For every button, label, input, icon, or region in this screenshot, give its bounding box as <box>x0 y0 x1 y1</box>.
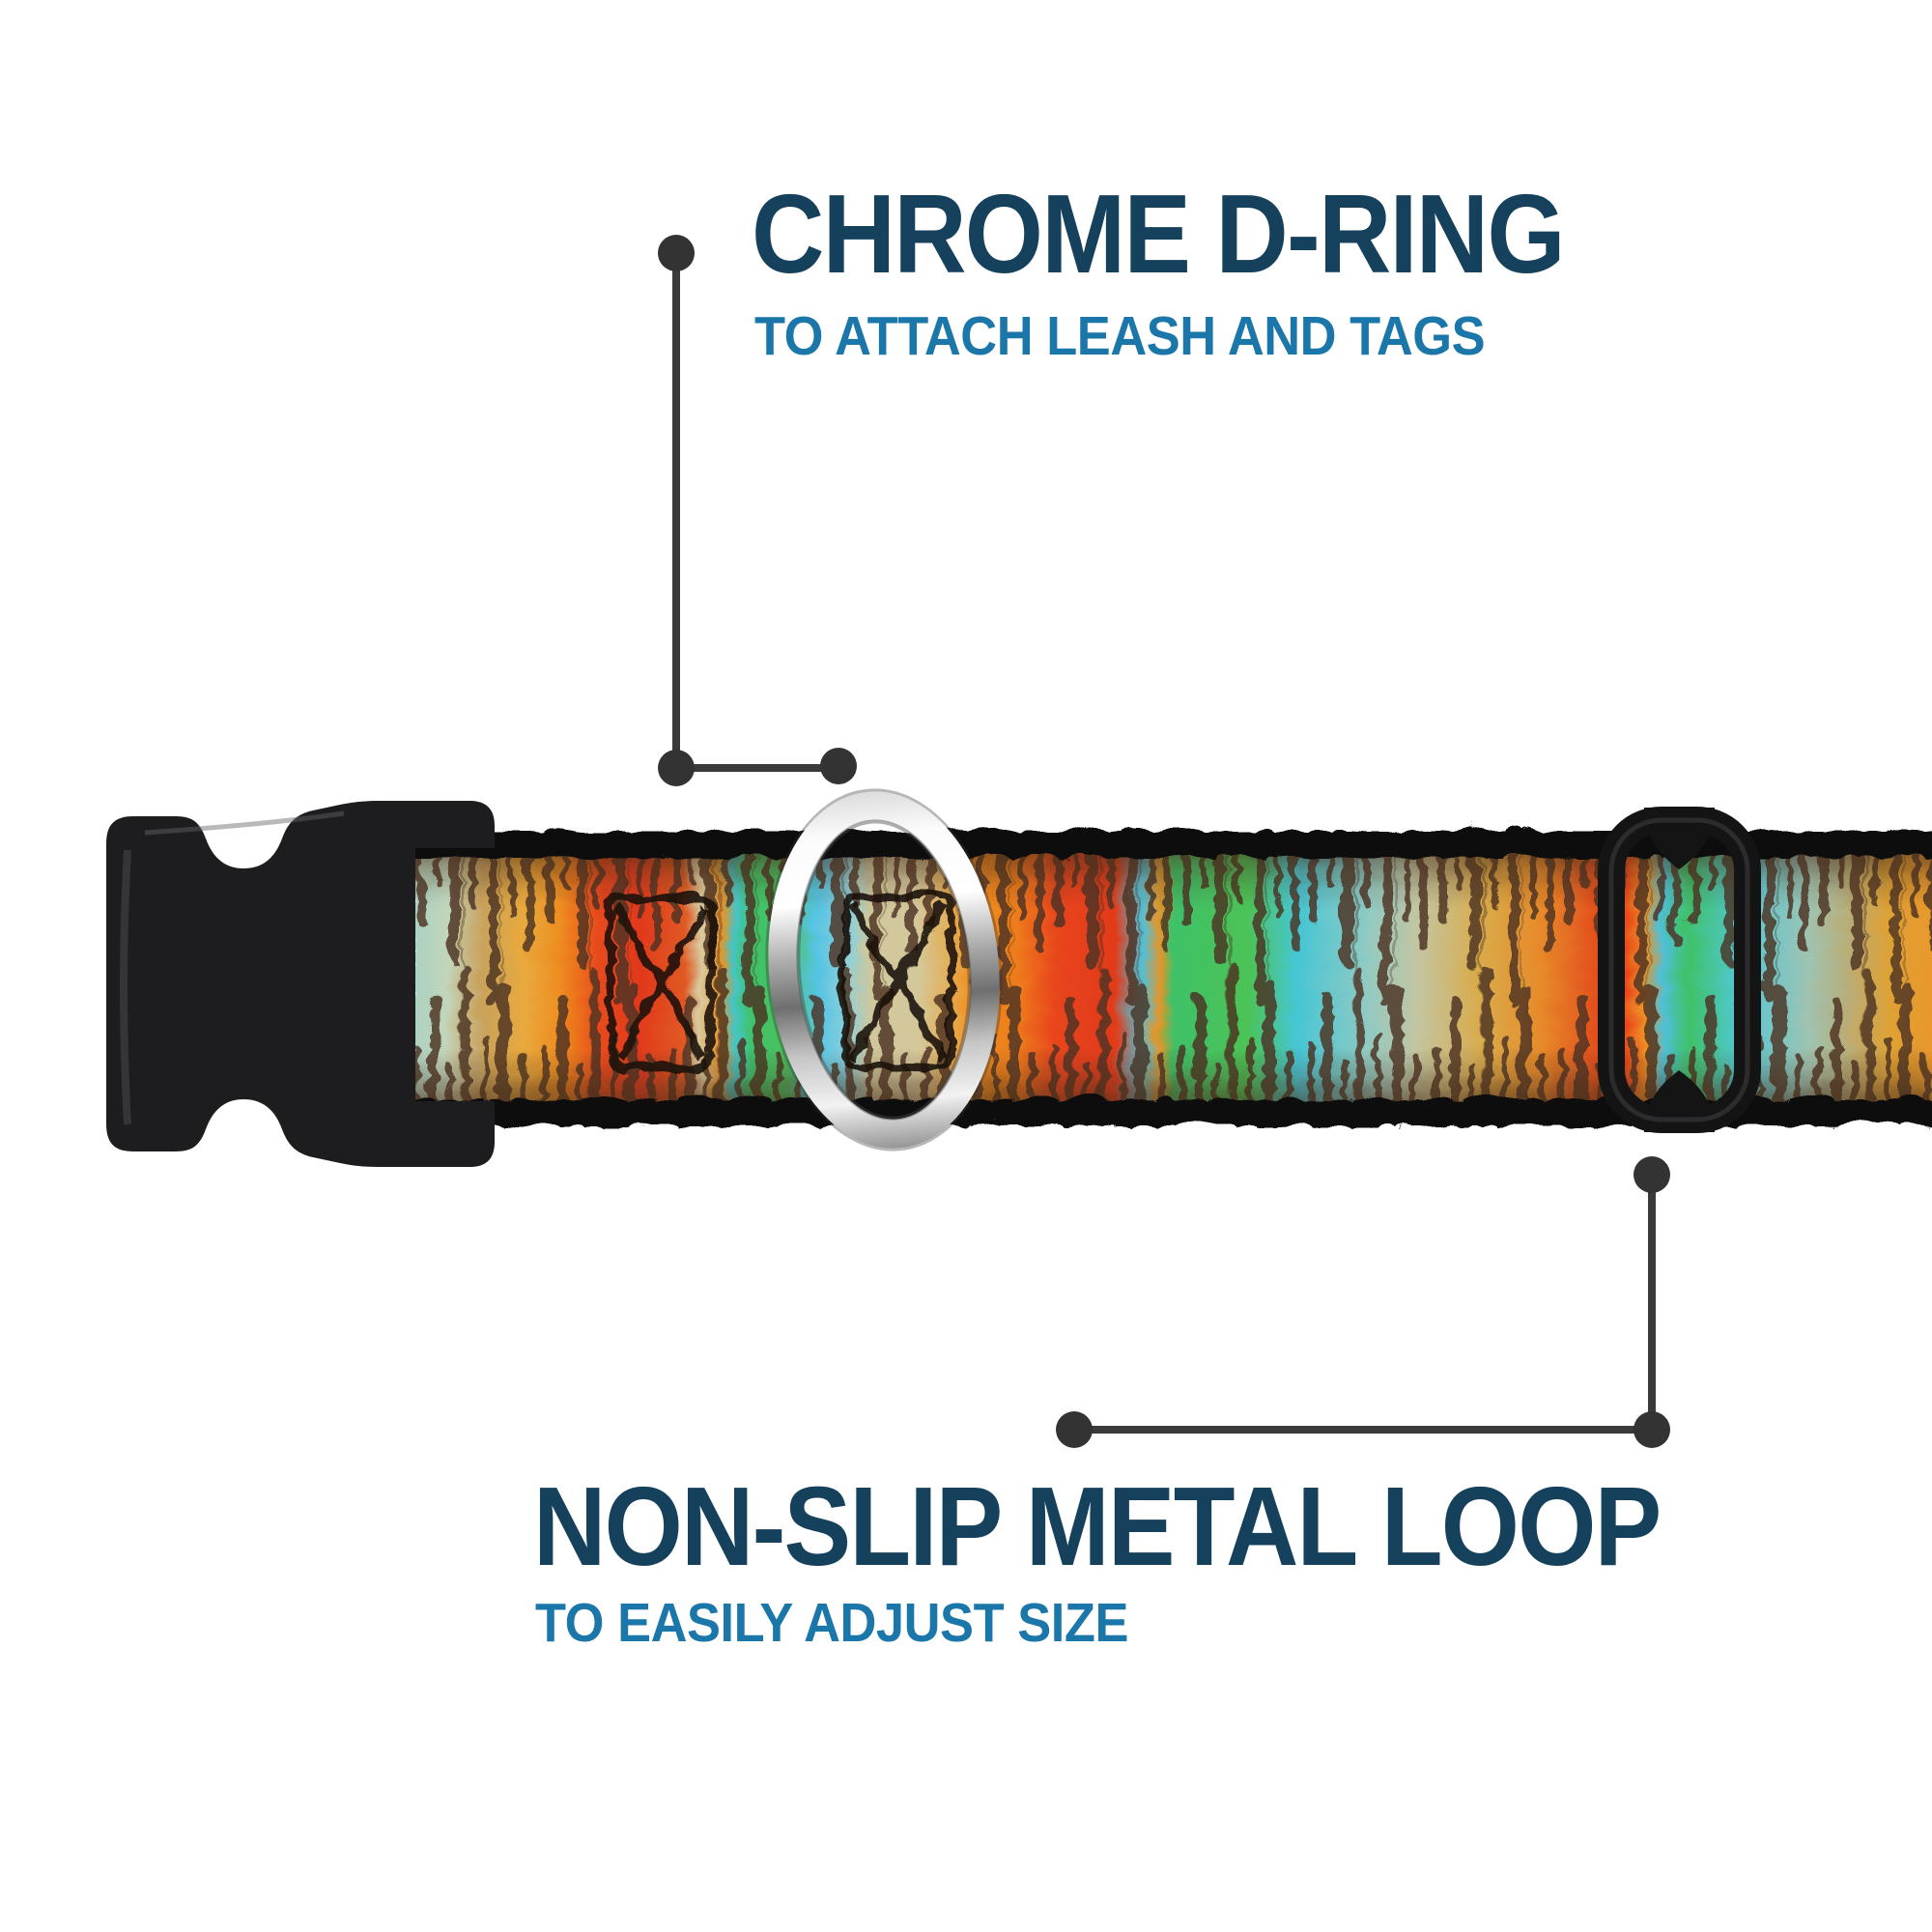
dring-callout-line-vertical <box>672 253 680 768</box>
dring-callout-dot-top <box>658 235 695 271</box>
chrome-d-ring <box>765 788 1003 1151</box>
box-x-stitch-right <box>838 889 952 1066</box>
loop-callout-dot-target <box>1634 1156 1670 1193</box>
side-release-buckle <box>106 801 495 1167</box>
loop-callout-line-vertical <box>1648 1175 1656 1430</box>
dring-callout-line-horizontal <box>676 764 838 772</box>
dring-callout-dot-target <box>820 748 857 784</box>
loop-callout-line-horizontal <box>1074 1426 1652 1434</box>
loop-callout-title: NON-SLIP METAL LOOP <box>533 1463 1662 1589</box>
loop-callout-dot-elbow <box>1634 1411 1670 1448</box>
dring-callout-dot-elbow <box>658 750 695 786</box>
adjuster-loop <box>1598 807 1761 1133</box>
dring-callout-title: CHROME D-RING <box>752 171 1566 297</box>
box-x-stitch-left <box>604 893 712 1068</box>
dring-callout-subtitle: TO ATTACH LEASH AND TAGS <box>754 305 1486 367</box>
loop-callout-subtitle: TO EASILY ADJUST SIZE <box>535 1592 1128 1654</box>
collar-strap <box>404 827 1932 1122</box>
loop-callout-dot-end <box>1056 1411 1093 1448</box>
